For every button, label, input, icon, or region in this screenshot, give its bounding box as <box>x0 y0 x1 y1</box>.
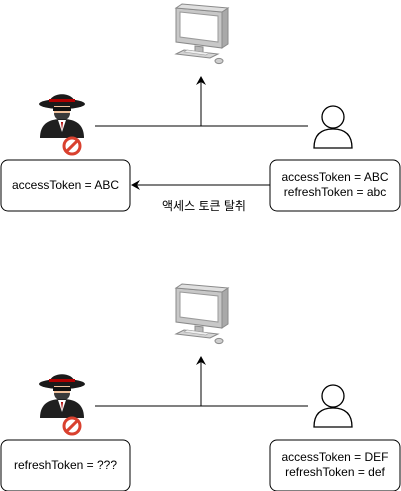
user-token-box <box>269 439 401 491</box>
hacker-icon <box>39 94 85 138</box>
user-access-token-line: accessToken = ABC <box>281 170 388 184</box>
theft-arrow-label: 액세스 토큰 탈취 <box>162 199 246 213</box>
desktop-computer-icon <box>175 283 229 345</box>
user-access-token-line: accessToken = DEF <box>281 450 388 464</box>
prohibited-icon <box>62 136 82 156</box>
attacker-token-line: refreshToken = ??? <box>14 458 117 472</box>
user-refresh-token-line: refreshToken = abc <box>284 185 386 199</box>
attacker-token-box <box>0 159 131 212</box>
user-icon <box>313 105 353 149</box>
prohibited-icon <box>62 416 82 436</box>
attacker-token-line: accessToken = ABC <box>12 178 119 192</box>
user-icon <box>313 384 353 428</box>
attacker-token-box <box>0 439 131 491</box>
scenario-1: accessToken = ABC accessToken = ABC refr… <box>0 3 401 213</box>
desktop-computer-icon <box>175 3 229 65</box>
hacker-icon <box>39 374 85 418</box>
user-refresh-token-line: refreshToken = def <box>285 465 385 479</box>
scenario-2: refreshToken = ??? accessToken = DEF ref… <box>0 283 401 491</box>
